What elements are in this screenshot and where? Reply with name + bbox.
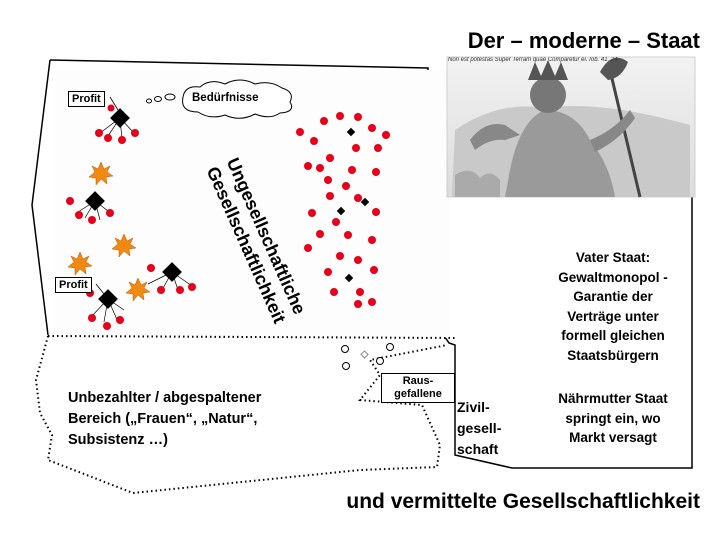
diamond-node-icon	[95, 104, 139, 144]
rausgefallene-box: Raus- gefallene	[381, 373, 455, 403]
star-burst-icon	[111, 233, 137, 258]
page-title: Der – moderne – Staat	[467, 28, 700, 53]
vater-line: Verträge unter	[567, 308, 659, 324]
state-frame-left	[31, 59, 51, 336]
unbez-line: Unbezahlter / abgespaltener	[68, 390, 262, 406]
diamond-node-icon	[66, 191, 114, 224]
vater-line: formell gleichen	[561, 328, 665, 343]
diamond-node-icon	[147, 262, 196, 294]
beduerfnisse-label: Bedürfnisse	[192, 92, 259, 104]
engraving-caption: Non est potestas Super Terram quae Compa…	[448, 57, 618, 63]
vater-staat-text: Vater Staat: Gewaltmonopol - Garantie de…	[528, 248, 698, 365]
raus-line-1: Raus-	[402, 375, 434, 387]
vater-line: Vater Staat:	[575, 250, 651, 265]
thought-cloud	[182, 79, 293, 119]
unbezahlter-bereich-text: Unbezahlter / abgespaltener Bereich („Fr…	[68, 388, 348, 451]
star-burst-icon	[67, 251, 93, 276]
profit-connector	[95, 283, 105, 295]
vater-line: Garantie der	[573, 289, 653, 304]
unbez-line: Bereich („Frauen“, „Natur“,	[68, 411, 258, 427]
naehr-line: Nährmutter Staat	[558, 391, 668, 406]
profit-label-bottom: Profit	[55, 277, 92, 293]
star-burst-icon	[125, 277, 151, 302]
naehr-line: springt ein, wo	[565, 410, 661, 426]
zivil-line: Zivil-	[457, 399, 490, 415]
profit-label-top: Profit	[68, 91, 105, 107]
naehrmutter-text: Nährmutter Staat springt ein, wo Markt v…	[528, 389, 698, 448]
star-burst-icon	[88, 161, 114, 186]
market-dots	[296, 112, 390, 308]
cloud-bubble	[154, 96, 162, 102]
raus-line-2: gefallene	[394, 388, 442, 400]
zivilgesellschaft-text: Zivil- gesell- schaft	[457, 397, 517, 460]
cloud-bubble	[164, 93, 176, 101]
unpaid-area-boundary	[34, 335, 456, 495]
leviathan-engraving	[446, 56, 696, 198]
zivil-line: gesell-	[457, 420, 502, 436]
unbez-line: Subsistenz …)	[68, 432, 168, 448]
diamond-node-icon	[86, 289, 125, 330]
market-diamonds	[336, 127, 370, 283]
cloud-bubble	[146, 98, 152, 104]
profit-connector	[109, 96, 119, 111]
vater-line: Staatsbürgern	[567, 347, 659, 363]
zivil-line: schaft	[457, 441, 499, 457]
footer-title: und vermittelte Gesellschaftlichkeit	[346, 490, 700, 513]
fallen-dots	[341, 343, 394, 370]
naehr-line: Markt versagt	[569, 430, 657, 445]
vater-line: Gewaltmonopol -	[558, 269, 668, 285]
